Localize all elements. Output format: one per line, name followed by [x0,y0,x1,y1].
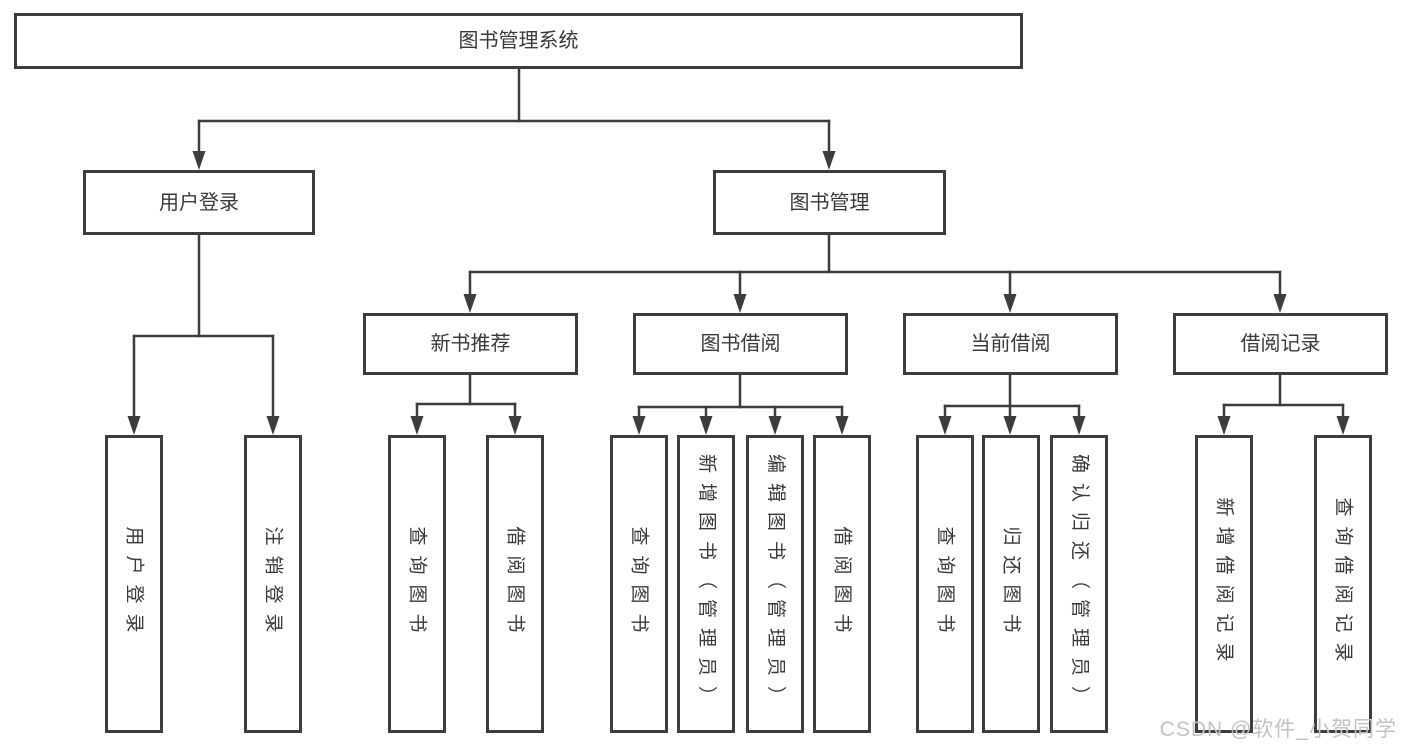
node-label: 查询图书 [628,525,650,643]
node-label: 新增借阅记录 [1213,496,1235,672]
node-rec2-add: 新增借阅记录 [1195,435,1253,733]
node-rec2-query: 查询借阅记录 [1314,435,1372,733]
node-new-book-rec: 新书推荐 [363,313,578,375]
node-current-borrow: 当前借阅 [903,313,1118,375]
node-label: 查询图书 [934,525,956,643]
node-label: 查询借阅记录 [1332,496,1354,672]
node-cur-confirm: 确认归还（管理员） [1050,435,1108,733]
node-rec-borrow: 借阅图书 [486,435,544,733]
node-bor-query: 查询图书 [610,435,668,733]
node-label: 用户登录 [123,525,145,643]
node-label: 图书借阅 [700,333,781,355]
node-label: 当前借阅 [970,333,1051,355]
node-bor-edit: 编辑图书（管理员） [746,435,804,733]
node-book-mgmt: 图书管理 [713,170,946,235]
node-login-leaf: 用户登录 [105,435,163,733]
node-logout-leaf: 注销登录 [244,435,302,733]
node-bor-borrow: 借阅图书 [813,435,871,733]
node-label: 查询图书 [406,525,428,643]
node-book-borrow: 图书借阅 [633,313,848,375]
node-label: 借阅记录 [1240,333,1321,355]
node-label: 确认归还（管理员） [1068,453,1090,715]
node-borrow-record: 借阅记录 [1173,313,1388,375]
node-bor-add: 新增图书（管理员） [677,435,735,733]
node-cur-return: 归还图书 [982,435,1040,733]
watermark-text: CSDN @软件_小贺同学 [1159,718,1397,741]
node-label: 注销登录 [262,525,284,643]
node-label: 借阅图书 [831,525,853,643]
node-label: 用户登录 [159,191,239,214]
node-label: 图书管理 [789,191,870,214]
node-label: 归还图书 [1000,525,1022,643]
node-root: 图书管理系统 [14,13,1023,69]
node-label: 借阅图书 [504,525,526,643]
node-user-login: 用户登录 [83,170,315,235]
node-label: 编辑图书（管理员） [764,453,786,715]
node-label: 图书管理系统 [458,30,579,52]
node-label: 新增图书（管理员） [695,453,717,715]
node-rec-query: 查询图书 [388,435,446,733]
node-label: 新书推荐 [430,333,511,355]
node-cur-query: 查询图书 [916,435,974,733]
